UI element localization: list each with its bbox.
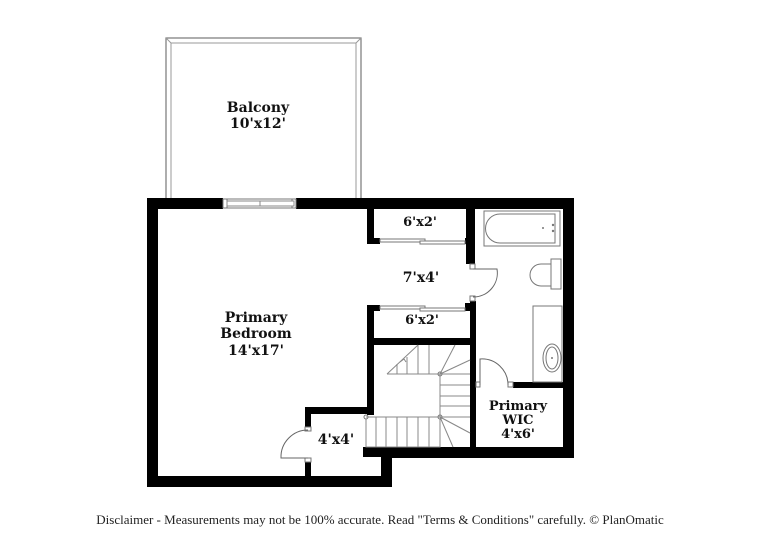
staircase-icon — [363, 344, 471, 448]
bathtub-icon — [483, 210, 561, 247]
primary-wic-dimensions: 4'x6' — [501, 427, 535, 442]
balcony-dimensions: 10'x12' — [230, 116, 286, 132]
interior-walls — [305, 209, 564, 482]
balcony-label: Balcony — [227, 100, 290, 116]
closet-doors — [379, 238, 466, 312]
closet-door — [280, 426, 312, 463]
middle-closet-dimensions: 6'x2' — [405, 313, 439, 328]
small-closet-dimensions: 4'x4' — [318, 432, 354, 448]
primary-wic-label-line1: Primary — [489, 399, 548, 414]
disclaimer-text: Disclaimer - Measurements may not be 100… — [96, 512, 664, 527]
primary-bedroom-label-line2: Bedroom — [220, 326, 292, 342]
primary-bedroom-dimensions: 14'x17' — [228, 343, 284, 359]
wic-door — [475, 358, 514, 388]
exterior-walls — [147, 198, 574, 487]
toilet-icon — [529, 258, 562, 290]
primary-bedroom-label-line1: Primary — [225, 310, 288, 326]
bathroom-door — [469, 263, 498, 302]
primary-wic-label-line2: WIC — [501, 413, 533, 428]
top-closet-dimensions: 6'x2' — [403, 215, 437, 230]
window — [222, 198, 297, 209]
hallway-dimensions: 7'x4' — [403, 270, 439, 286]
sink-vanity-icon — [532, 305, 563, 383]
